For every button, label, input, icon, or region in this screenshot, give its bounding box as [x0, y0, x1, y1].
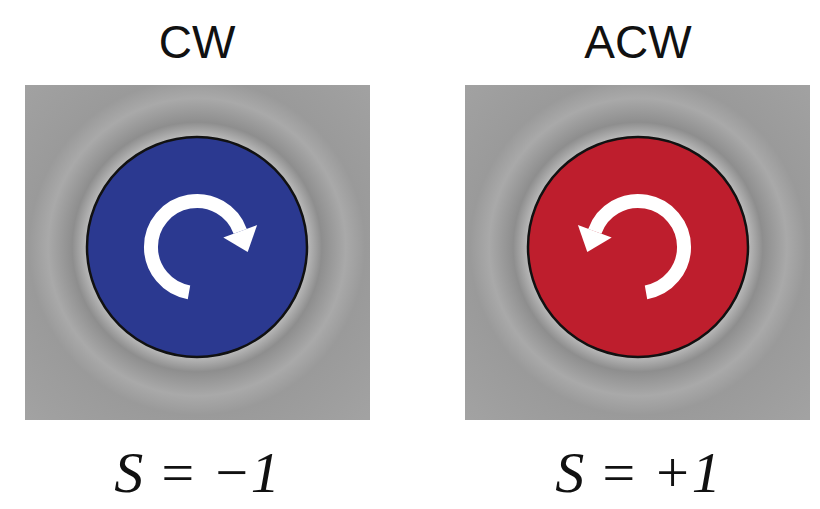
rotation-arrow — [151, 201, 240, 292]
label-holder: S = +1 — [555, 441, 720, 505]
direction-label: CW — [159, 17, 236, 68]
direction-label: ACW — [584, 17, 691, 68]
label-holder: ACW — [584, 17, 691, 68]
label-holder: CW — [159, 17, 236, 68]
spin-value: S = +1 — [555, 441, 720, 505]
label-holder: S = −1 — [114, 441, 279, 505]
photo-panel — [25, 85, 370, 420]
arrow-head — [578, 225, 612, 252]
arrow-head — [223, 225, 257, 252]
rotation-arrow — [595, 201, 684, 292]
blue-disc — [87, 137, 307, 357]
spin-value: S = −1 — [114, 441, 279, 505]
photo-panel — [465, 85, 810, 420]
red-disc — [528, 137, 748, 357]
